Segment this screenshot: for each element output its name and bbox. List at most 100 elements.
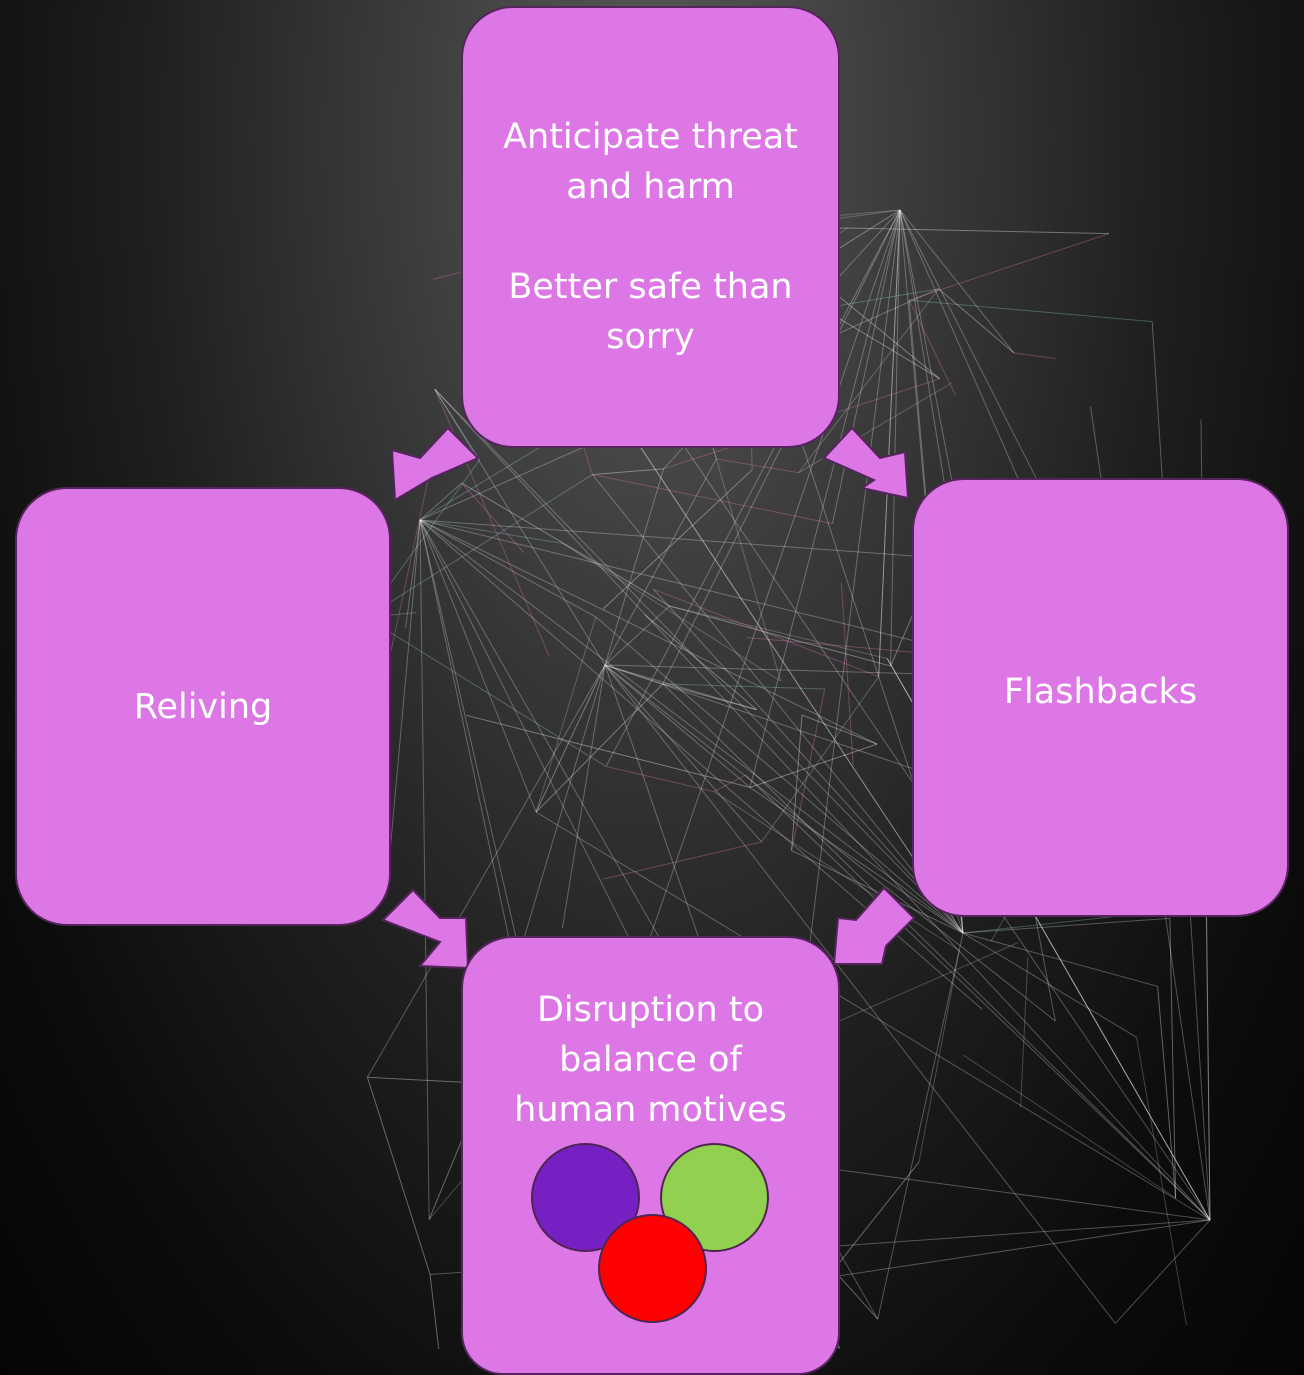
mesh-line xyxy=(461,482,670,607)
mesh-line xyxy=(535,683,664,813)
mesh-line xyxy=(604,605,670,666)
box-bottom-line-3: human motives xyxy=(514,1090,787,1130)
mesh-line xyxy=(604,458,717,666)
motive-circle-red xyxy=(598,1214,707,1323)
mesh-line xyxy=(385,519,421,897)
mesh-line xyxy=(653,588,964,934)
mesh-line xyxy=(561,664,606,929)
box-bottom-line-2: balance of xyxy=(559,1040,742,1080)
mesh-line xyxy=(662,683,757,711)
mesh-line xyxy=(535,616,597,813)
mesh-line xyxy=(791,715,803,851)
mesh-line xyxy=(1013,352,1056,360)
mesh-line xyxy=(908,233,1110,301)
mesh-line xyxy=(798,288,939,473)
mesh-line xyxy=(604,664,751,788)
mesh-line xyxy=(801,714,878,745)
mesh-line xyxy=(1020,957,1029,1108)
box-right-label: Flashbacks xyxy=(1003,671,1198,712)
mesh-line xyxy=(434,388,964,934)
mesh-line xyxy=(749,743,878,788)
mesh-line xyxy=(713,791,960,951)
mesh-line xyxy=(419,519,878,745)
box-top-line-3: Better safe than xyxy=(508,267,793,307)
mesh-line xyxy=(669,605,891,667)
mesh-line xyxy=(604,664,757,711)
mesh-line xyxy=(419,519,964,934)
mesh-line xyxy=(429,1274,440,1350)
mesh-line xyxy=(604,664,1056,1022)
mesh-line xyxy=(461,482,525,554)
mesh-line xyxy=(746,637,935,655)
mesh-line xyxy=(595,616,964,934)
mesh-line xyxy=(669,605,888,660)
mesh-line xyxy=(791,688,826,851)
mesh-line xyxy=(749,786,964,934)
box-left-label: Reliving xyxy=(133,686,273,727)
mesh-line xyxy=(604,468,665,666)
mesh-line xyxy=(899,209,1015,354)
mesh-line xyxy=(713,774,746,792)
box-reliving: Reliving xyxy=(15,487,391,926)
mesh-line xyxy=(831,209,901,524)
mesh-line xyxy=(365,474,593,618)
mesh-line xyxy=(419,519,563,544)
mesh-line xyxy=(605,765,714,793)
mesh-line xyxy=(1157,986,1177,1199)
box-flashbacks: Flashbacks xyxy=(912,478,1289,917)
mesh-line xyxy=(604,664,762,843)
mesh-line xyxy=(602,469,753,610)
mesh-line xyxy=(434,388,1211,1221)
arrow-right-to-bottom xyxy=(832,886,916,965)
mesh-line xyxy=(419,519,537,813)
box-anticipate-threat: Anticipate threat and harm Better safe t… xyxy=(461,6,840,448)
mesh-line xyxy=(716,458,799,474)
mesh-line xyxy=(938,288,1015,354)
mesh-line xyxy=(535,664,606,813)
mesh-line xyxy=(963,1054,1176,1199)
mesh-line xyxy=(604,664,664,685)
mesh-line xyxy=(419,519,523,963)
mesh-line xyxy=(899,209,952,526)
mesh-line xyxy=(761,676,880,843)
mesh-line xyxy=(419,519,597,618)
mesh-line xyxy=(1136,1037,1187,1326)
mesh-line xyxy=(962,932,1137,1038)
mesh-line xyxy=(715,458,782,682)
mesh-line xyxy=(434,388,606,666)
mesh-line xyxy=(419,519,430,1220)
mesh-line xyxy=(878,209,901,677)
mesh-line xyxy=(1169,918,1177,1199)
mesh-line xyxy=(644,614,757,710)
mesh-line xyxy=(662,683,1211,1221)
box-top-line-1: Anticipate threat xyxy=(503,117,798,157)
mesh-line xyxy=(1205,906,1211,1221)
mesh-line xyxy=(603,841,762,880)
mesh-line xyxy=(908,299,957,396)
mesh-line xyxy=(592,468,664,476)
arrow-top-to-left xyxy=(390,426,480,502)
arrow-left-to-bottom xyxy=(381,888,470,970)
mesh-line xyxy=(878,209,901,677)
mesh-line xyxy=(840,583,854,766)
mesh-line xyxy=(562,542,781,682)
mesh-line xyxy=(662,683,825,690)
mesh-line xyxy=(791,850,964,934)
mesh-line xyxy=(535,811,1211,1221)
mesh-line xyxy=(434,388,481,460)
arrow-top-to-right xyxy=(822,426,910,500)
mesh-line xyxy=(365,616,607,767)
mesh-line xyxy=(366,664,606,1078)
mesh-line xyxy=(466,714,751,788)
box-bottom-line-1: Disruption to xyxy=(536,990,764,1030)
mesh-line xyxy=(877,932,964,1320)
mesh-line xyxy=(962,932,1158,987)
mesh-line xyxy=(962,917,1170,934)
mesh-line xyxy=(653,588,879,678)
mesh-line xyxy=(909,299,1153,323)
mesh-line xyxy=(1115,1219,1211,1324)
mesh-line xyxy=(847,227,1109,235)
box-top-line-2: and harm xyxy=(566,167,735,207)
mesh-line xyxy=(604,664,1116,1324)
